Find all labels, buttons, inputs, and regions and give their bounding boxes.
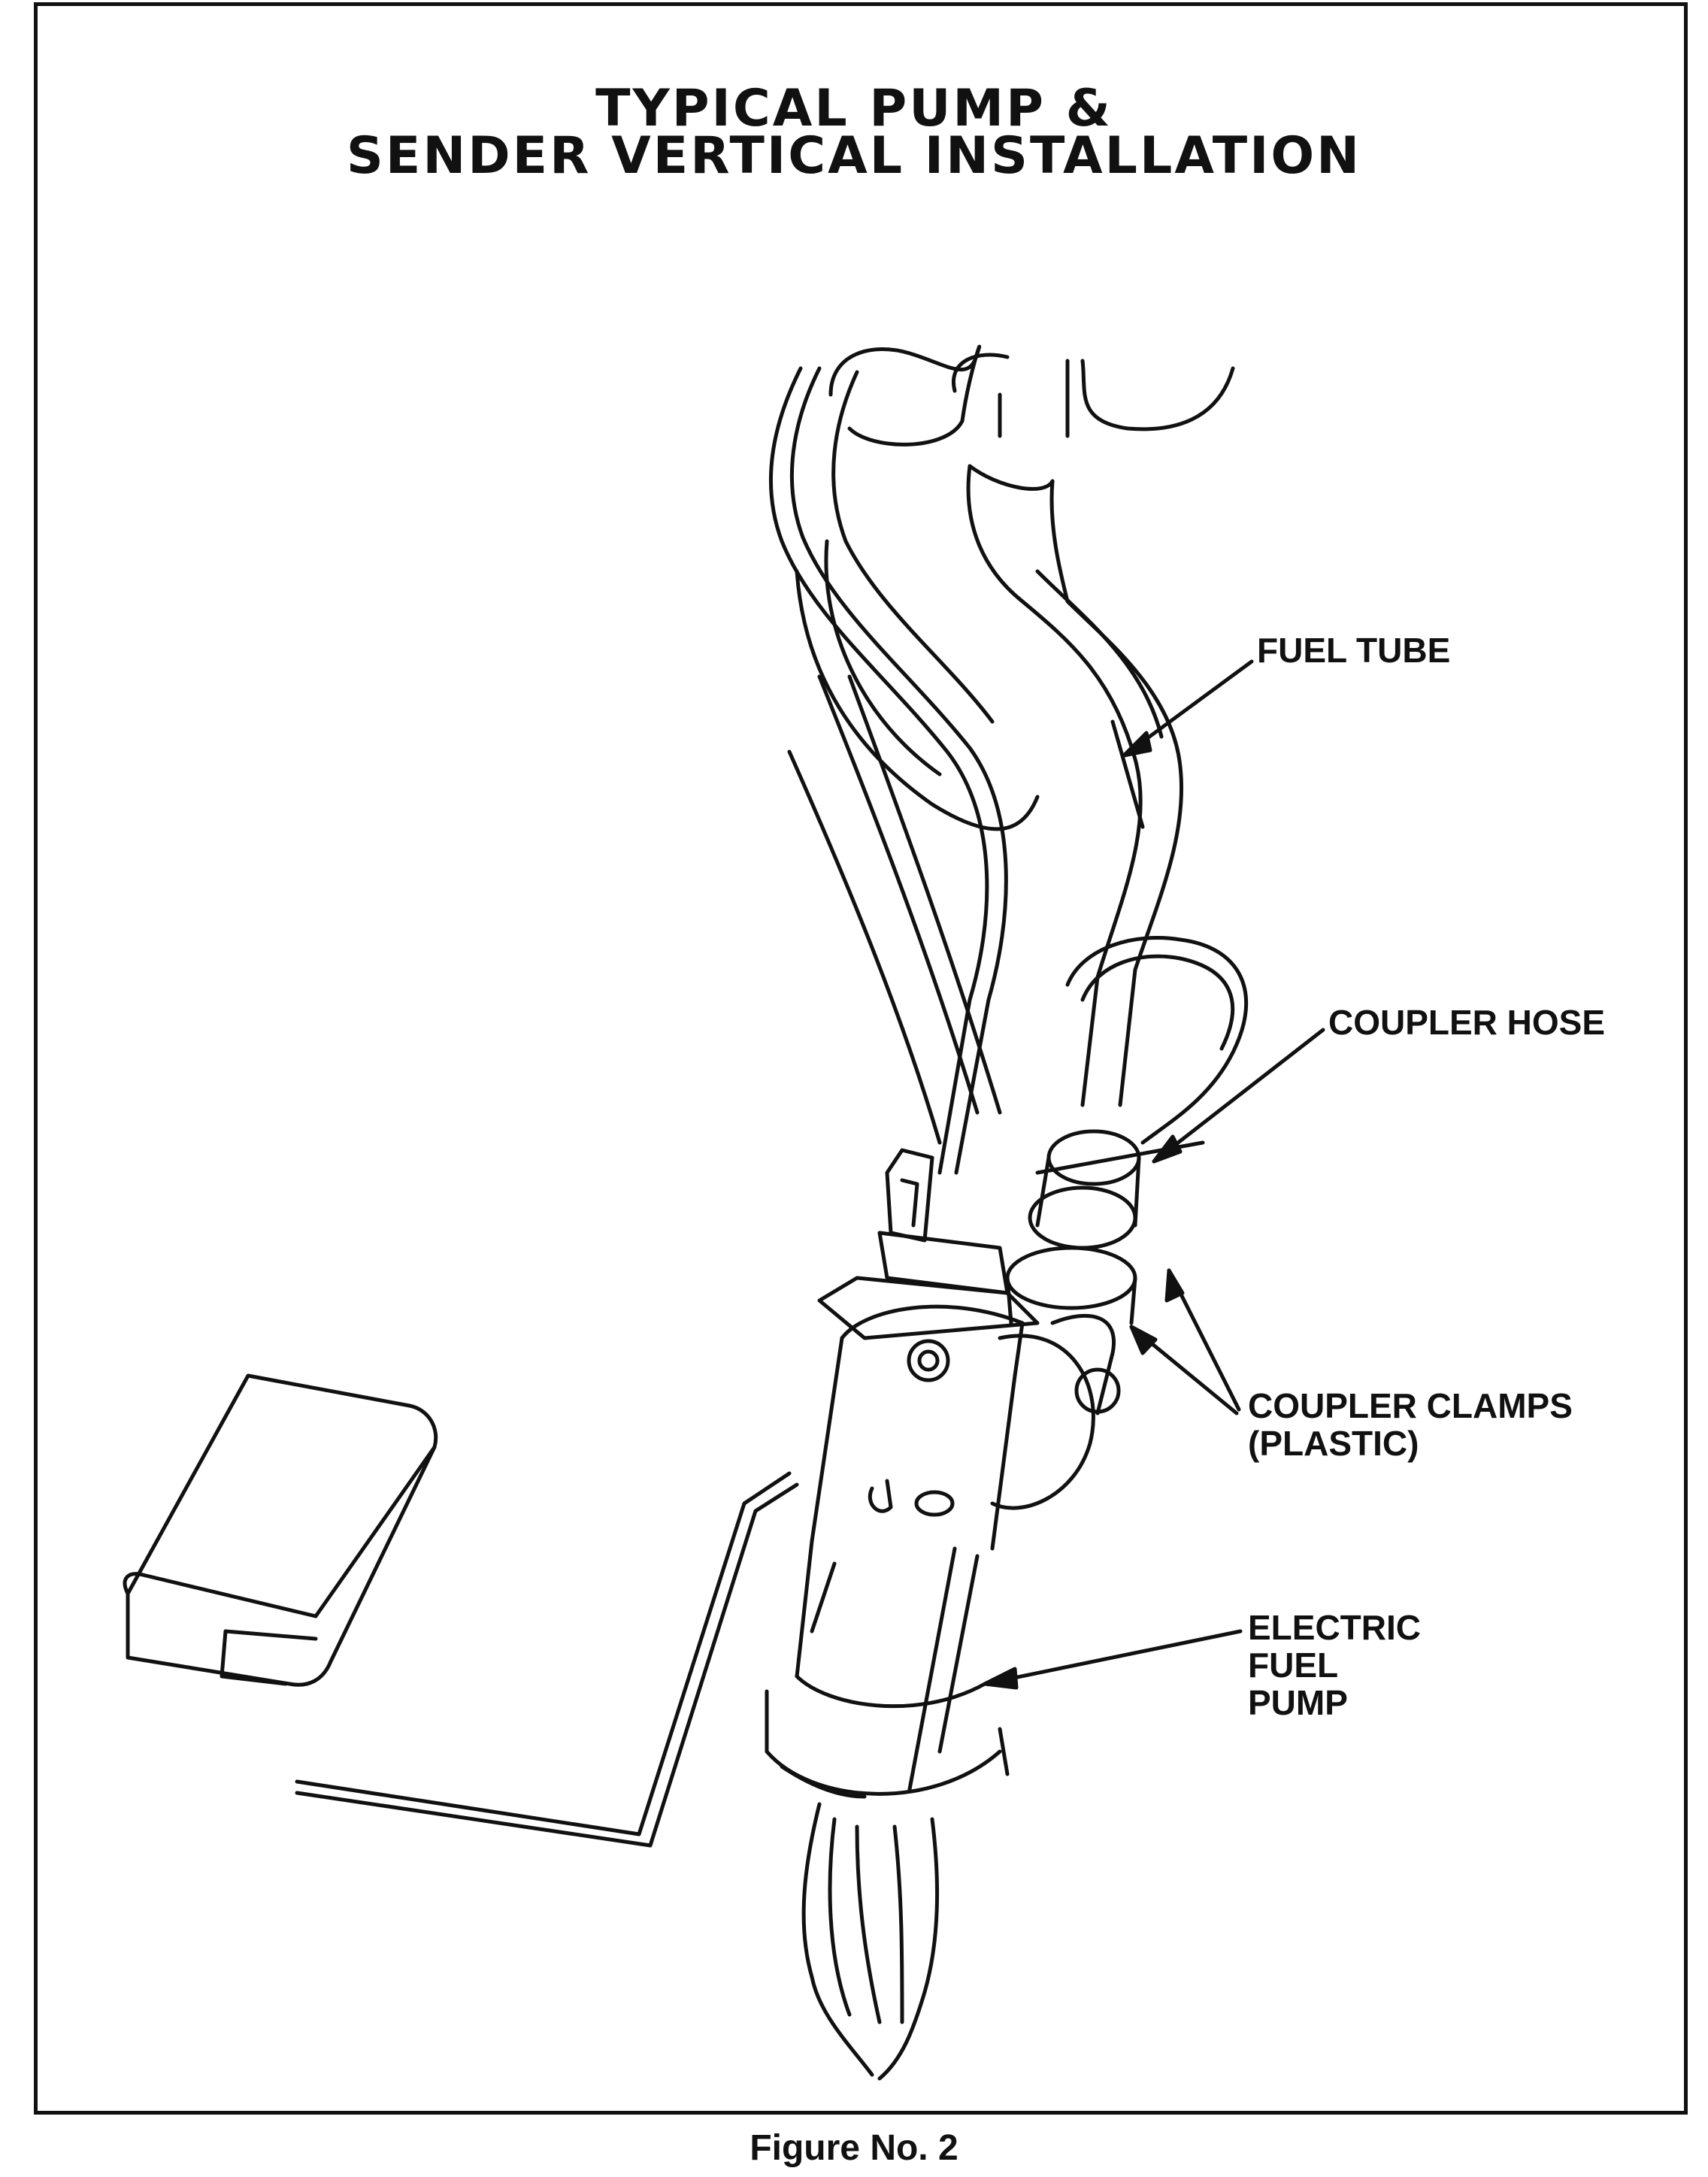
coupler-clamps-label: COUPLER CLAMPS bbox=[1248, 1386, 1573, 1425]
upper-tube-loops bbox=[828, 344, 1235, 447]
float-drawing bbox=[123, 1373, 438, 1687]
mount-bracket bbox=[817, 1148, 1040, 1340]
fuel-tube-drawing bbox=[966, 464, 1184, 1107]
float-arm bbox=[295, 1471, 799, 1848]
leader-electric-fuel-pump bbox=[983, 1629, 1243, 1690]
figure-title-line-2: SENDER VERTICAL INSTALLATION bbox=[346, 126, 1362, 186]
pump-body-drawing bbox=[765, 1304, 1121, 1799]
leader-coupler-clamps bbox=[1129, 1268, 1241, 1416]
fuel-tube-label: FUEL TUBE bbox=[1257, 631, 1451, 670]
coupler-hose-drawing bbox=[1005, 1129, 1141, 1325]
electric-fuel-pump-label-line-1: ELECTRIC bbox=[1248, 1608, 1421, 1647]
figure-caption: Figure No. 2 bbox=[750, 2128, 958, 2168]
leader-fuel-tube bbox=[1122, 659, 1254, 758]
leader-coupler-hose bbox=[1152, 1028, 1325, 1164]
return-tube-drawing bbox=[768, 366, 1040, 1175]
electric-fuel-pump-label-line-3: PUMP bbox=[1248, 1683, 1348, 1722]
coupler-clamps-material-label: (PLASTIC) bbox=[1248, 1424, 1419, 1463]
coupler-hose-label: COUPLER HOSE bbox=[1328, 1003, 1606, 1042]
electric-fuel-pump-label-line-2: FUEL bbox=[1248, 1646, 1339, 1685]
strainer-sock-drawing bbox=[801, 1802, 940, 2081]
figure-title-line-1: TYPICAL PUMP & bbox=[595, 79, 1113, 138]
